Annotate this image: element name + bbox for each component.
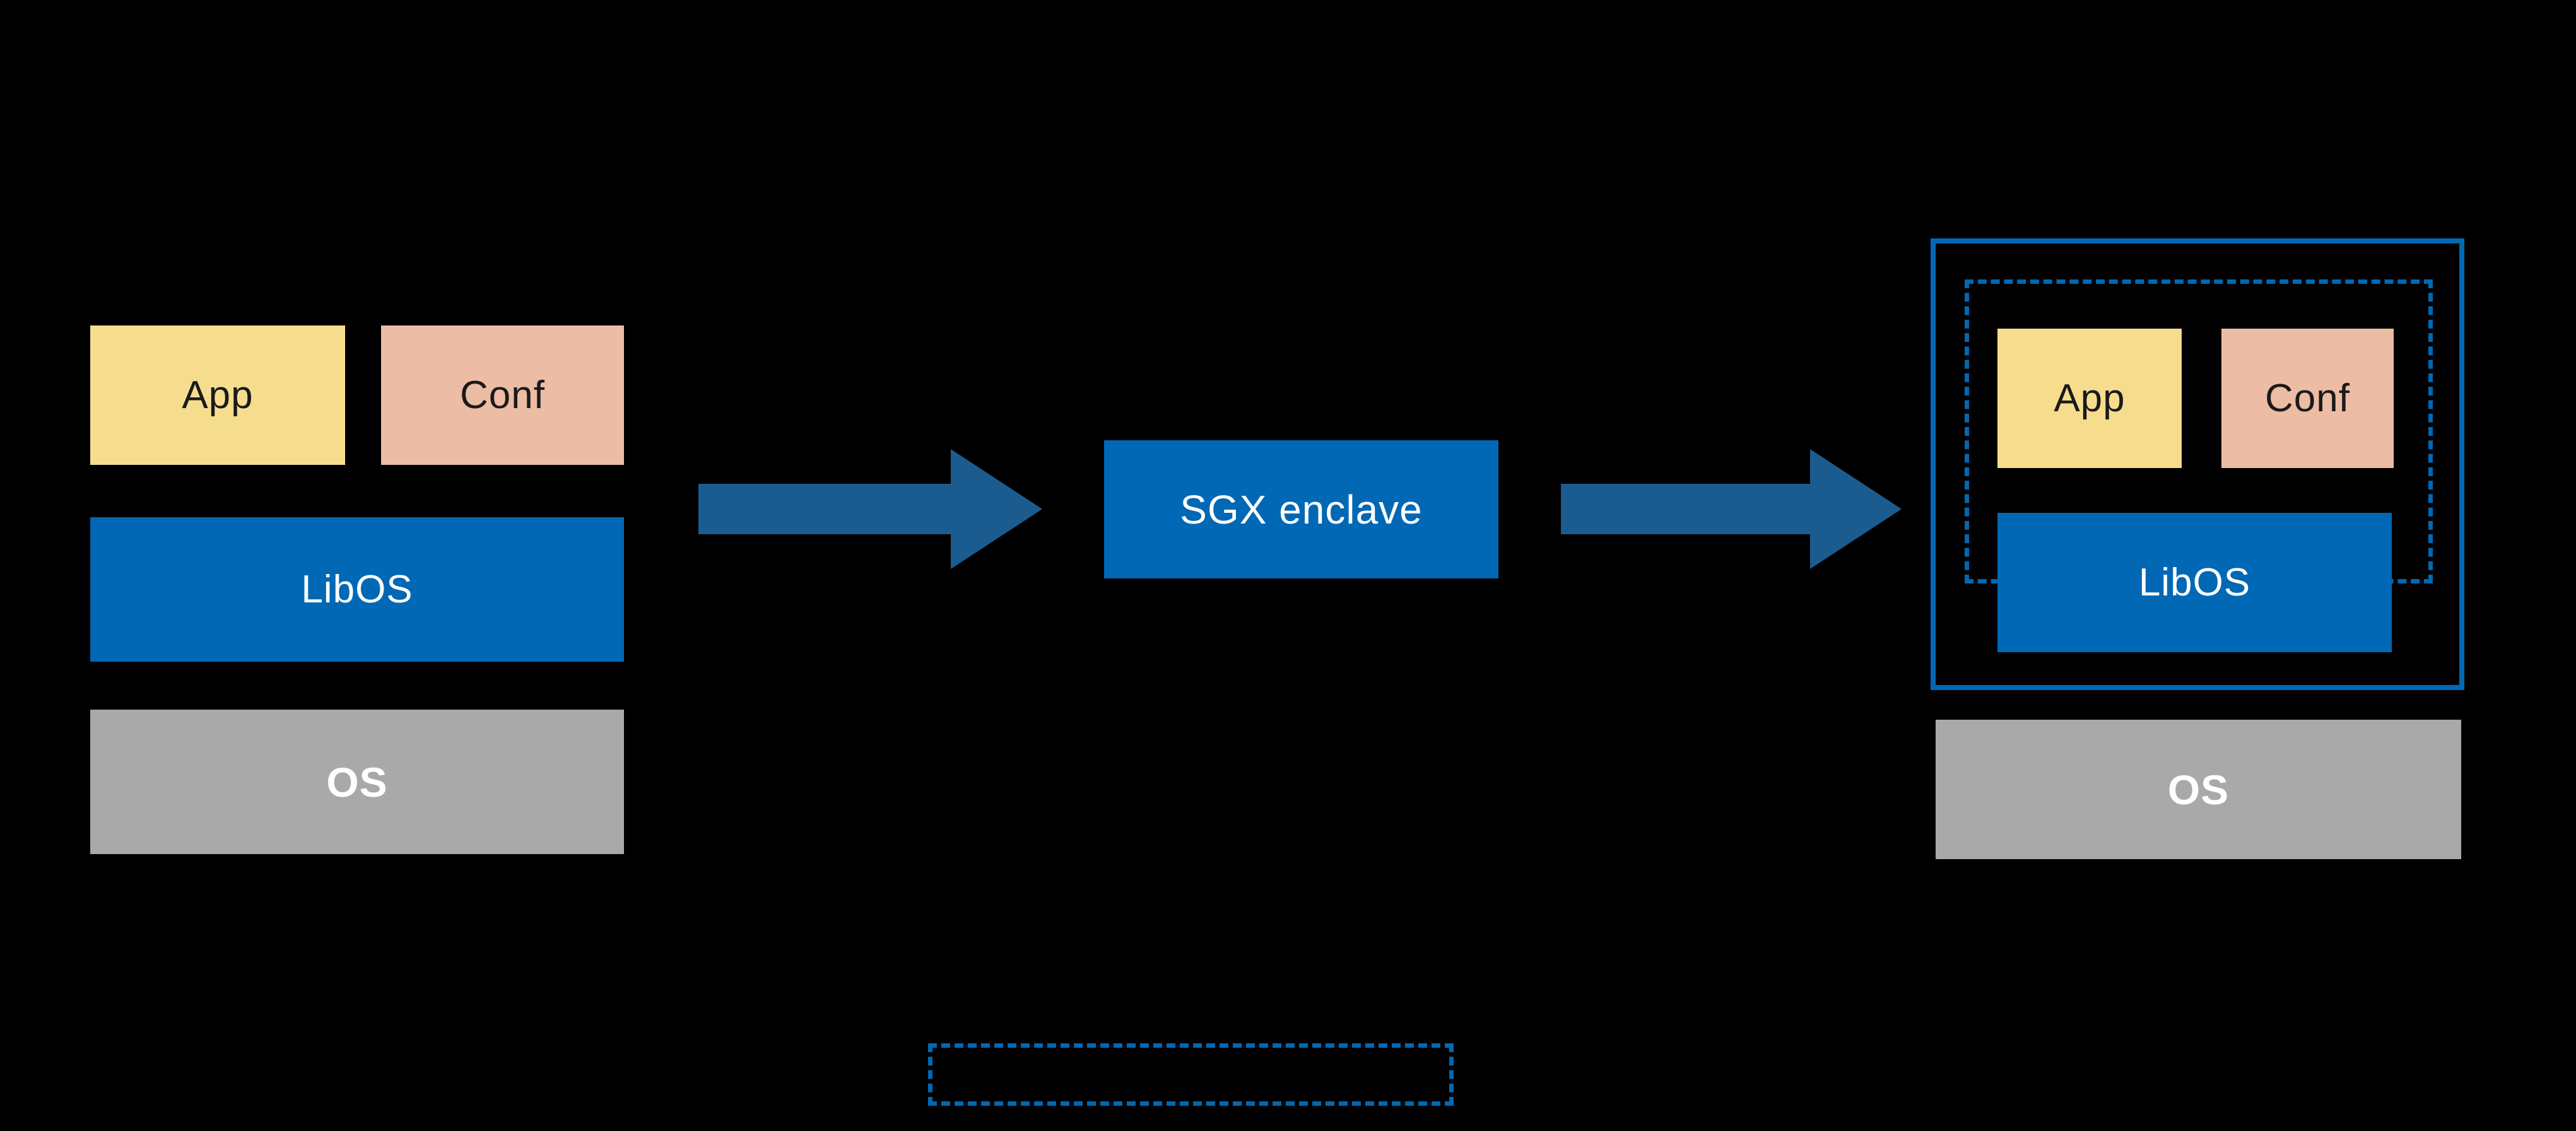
enclave-conf-label: Conf <box>2265 377 2350 420</box>
sgx-enclave-label: SGX enclave <box>1180 486 1423 532</box>
enclave-outline-box <box>1931 238 2464 690</box>
enclave-libos-label: LibOS <box>2138 561 2251 604</box>
host-app-box: App <box>90 325 345 465</box>
arrow-head-icon <box>1810 449 1902 569</box>
enclave-app-box: App <box>1997 329 2182 468</box>
enclave-conf-box: Conf <box>2221 329 2394 468</box>
host-app-label: App <box>182 373 254 417</box>
legend-dashed-box <box>928 1043 1454 1106</box>
host-conf-box: Conf <box>381 325 624 465</box>
arrow-shaft <box>1561 484 1811 534</box>
host-conf-label: Conf <box>460 373 545 417</box>
enclave-libos-box: LibOS <box>1997 513 2392 652</box>
host-libos-label: LibOS <box>301 568 413 611</box>
arrow-shaft <box>698 484 952 534</box>
enclave-os-box: OS <box>1936 720 2461 859</box>
sgx-enclave-box: SGX enclave <box>1104 440 1498 578</box>
enclave-app-label: App <box>2054 377 2126 420</box>
host-os-label: OS <box>326 758 388 806</box>
host-libos-box: LibOS <box>90 517 624 662</box>
host-os-box: OS <box>90 710 624 854</box>
enclave-os-label: OS <box>2167 766 2230 813</box>
arrow-head-icon <box>951 449 1042 569</box>
